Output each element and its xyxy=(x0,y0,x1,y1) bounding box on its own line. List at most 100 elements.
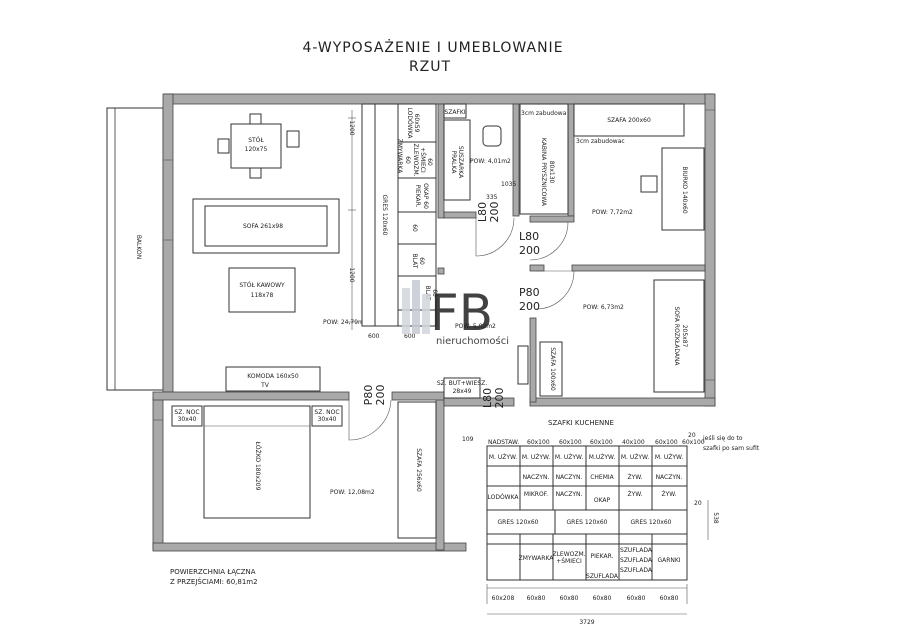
nightstand-right-dim: 30x40 xyxy=(318,416,337,423)
note-line-2: szafki po sam sufit xyxy=(703,445,760,452)
bin-cell: +ŚMIECI xyxy=(556,558,582,565)
hall: POW: 5,02m2 SZ. BUT+WIESZ. 28x49 xyxy=(437,323,529,399)
bedroom-area: POW: 12,08m2 xyxy=(330,489,375,496)
table-label: STÓŁ xyxy=(248,137,264,144)
dim-1200-b: 1200 xyxy=(348,267,355,282)
bottom-dim-3: 60x80 xyxy=(560,595,579,602)
sink-bin: +ŚMIECI xyxy=(419,147,426,173)
food-cell-1: ŻYW. xyxy=(628,491,643,498)
top-dim-6: 60x100 xyxy=(682,439,705,446)
coffee-table: STÓŁ KAWOWY 118x78 xyxy=(228,267,296,313)
microwave-cell: MIKROF. xyxy=(524,491,548,498)
windows xyxy=(153,109,715,421)
fridge-label: LODÓWKA xyxy=(406,107,413,139)
dim-335: 335 xyxy=(486,194,498,201)
dishes-cell: NACZYN. xyxy=(556,491,583,498)
hood-label: OKAP 60 xyxy=(422,183,429,209)
desk-label: BIURKO 140x60 xyxy=(681,166,688,214)
balcony: BALKON xyxy=(106,107,166,391)
total-area-value: Z PRZEJŚCIAMI: 60,81m2 xyxy=(170,577,258,586)
row2-cell-4: ŻYW. xyxy=(628,474,643,481)
row2-cell-2: NACZYN. xyxy=(556,474,583,481)
kitchen-heading: SZAFKI KUCHENNE xyxy=(548,419,614,427)
tile-cell-3: GRES 120x60 xyxy=(631,519,672,526)
fridge-cell: LODÓWKA xyxy=(487,494,519,501)
drawer-3: SZUFLADA xyxy=(620,567,653,574)
counter-60-c: 60 xyxy=(431,289,438,297)
dim-20-side: 20 xyxy=(694,500,702,507)
door-2-width: 200 xyxy=(519,244,540,257)
note-zabudowac: 3cm zabudowac xyxy=(576,138,625,145)
note-zabudowa: 3cm zabudowa xyxy=(521,110,567,117)
dishwasher-label: ZMYWARKA xyxy=(396,139,403,175)
dryer-label: SUSZARKA xyxy=(457,146,464,179)
bathroom: SZAFKI PRALKA SUSZARKA POW: 4,01m2 KABIN… xyxy=(443,103,569,215)
row1-cell-4: M.UŻYW. xyxy=(589,454,615,461)
dim-1035: 1035 xyxy=(501,181,516,188)
row1-cell-6: M. UŻYW. xyxy=(655,454,683,461)
door-2-name: L80 xyxy=(519,230,539,243)
watermark-logo: FB nieruchomości xyxy=(402,280,509,347)
food-cell-2: ŻYW. xyxy=(662,491,677,498)
door-5-width: 200 xyxy=(374,385,387,406)
nadstaw-label: NADSTAW. xyxy=(488,439,519,446)
door-3-name: P80 xyxy=(519,286,540,299)
dim-1200-a: 1200 xyxy=(348,120,355,135)
nightstand-right-label: SZ. NOC xyxy=(314,409,339,416)
bath-cabinets: SZAFKI xyxy=(444,109,465,116)
door-1-width: 200 xyxy=(488,202,501,223)
room-1: SZAFA 200x60 3cm zabudowac BIURKO 140x60… xyxy=(573,103,705,231)
drawer-under-oven: SZUFLADA xyxy=(586,573,619,580)
dishwasher-60: 60 xyxy=(404,156,411,164)
row1-cell-3: M. UŻYW. xyxy=(555,454,583,461)
dim-20-top: 20 xyxy=(688,432,696,439)
top-dim-5: 60x100 xyxy=(655,439,678,446)
balcony-label: BALKON xyxy=(135,235,142,259)
row1-cell-5: M. UŻYW. xyxy=(621,454,649,461)
counter-60-a: 60 xyxy=(411,224,418,232)
sink-label: ZLEWOZM. xyxy=(412,143,419,176)
kitchen-dimensions: 1200 1200 600 600 xyxy=(348,110,416,340)
tv-label: TV xyxy=(260,382,270,389)
oven-label: PIEKAR. xyxy=(414,185,421,208)
top-dim-2: 60x100 xyxy=(559,439,582,446)
row2-cell-3: CHEMIA xyxy=(590,474,614,481)
top-dim-4: 40x100 xyxy=(622,439,645,446)
door-3-width: 200 xyxy=(519,300,540,313)
table-dim: 120x75 xyxy=(245,146,268,153)
bottom-dim-2: 60x80 xyxy=(527,595,546,602)
shower-label: KABINA PRYSZNICOWA xyxy=(540,138,547,207)
dining-table: STÓŁ 120x75 xyxy=(217,113,300,179)
sofa: SOFA 261x98 xyxy=(192,198,340,254)
row1-cell-1: M. UŻYW. xyxy=(489,454,517,461)
counter-blat-b: BLAT xyxy=(424,286,431,301)
dim-109: 109 xyxy=(462,436,474,443)
drawer-1: SZUFLADA xyxy=(620,547,653,554)
top-dim-1: 60x100 xyxy=(527,439,550,446)
doors: L80 200 L80 200 P80 200 L80 200 P80 200 xyxy=(348,202,575,441)
door-1-name: L80 xyxy=(476,202,489,222)
plan-title: 4-WYPOSAŻENIE I UMEBLOWANIE xyxy=(302,38,563,56)
total-area-label: POWIERZCHNIA ŁĄCZNA xyxy=(170,568,256,576)
nightstand-left-dim: 30x40 xyxy=(178,416,197,423)
nightstand-left-label: SZ. NOC xyxy=(174,409,199,416)
coffee-table-dim: 118x78 xyxy=(251,292,274,299)
wardrobe-bed-label: SZAFA 256x60 xyxy=(415,448,422,492)
bottom-dim-1: 60x208 xyxy=(492,595,515,602)
dresser-label: KOMODA 160x50 xyxy=(247,373,299,380)
tile-cell-2: GRES 120x60 xyxy=(567,519,608,526)
door-4-width: 200 xyxy=(493,388,506,409)
bottom-dim-6: 60x80 xyxy=(660,595,679,602)
oven-cell: PIEKAR. xyxy=(591,553,614,560)
room2-area: POW: 6,73m2 xyxy=(583,304,624,311)
dishwasher-cell: ZMYWARKA xyxy=(519,555,555,562)
wardrobe-100-label: SZAFA 100x60 xyxy=(549,347,556,391)
bottom-dim-4: 60x80 xyxy=(593,595,612,602)
pots-cell: GARNKI xyxy=(657,557,680,564)
kitchen-cabinets-elevation: SZAFKI KUCHENNE 109 NADSTAW. 60x100 60x1… xyxy=(462,419,760,626)
drawer-2: SZUFLADA xyxy=(620,557,653,564)
sofa-bed-dim: 205x87 xyxy=(681,325,688,348)
top-dim-3: 60x100 xyxy=(590,439,613,446)
kitchen-counter: LODÓWKA 60x59 ZMYWARKA 60 ZLEWOZM. +ŚMIE… xyxy=(361,103,438,327)
